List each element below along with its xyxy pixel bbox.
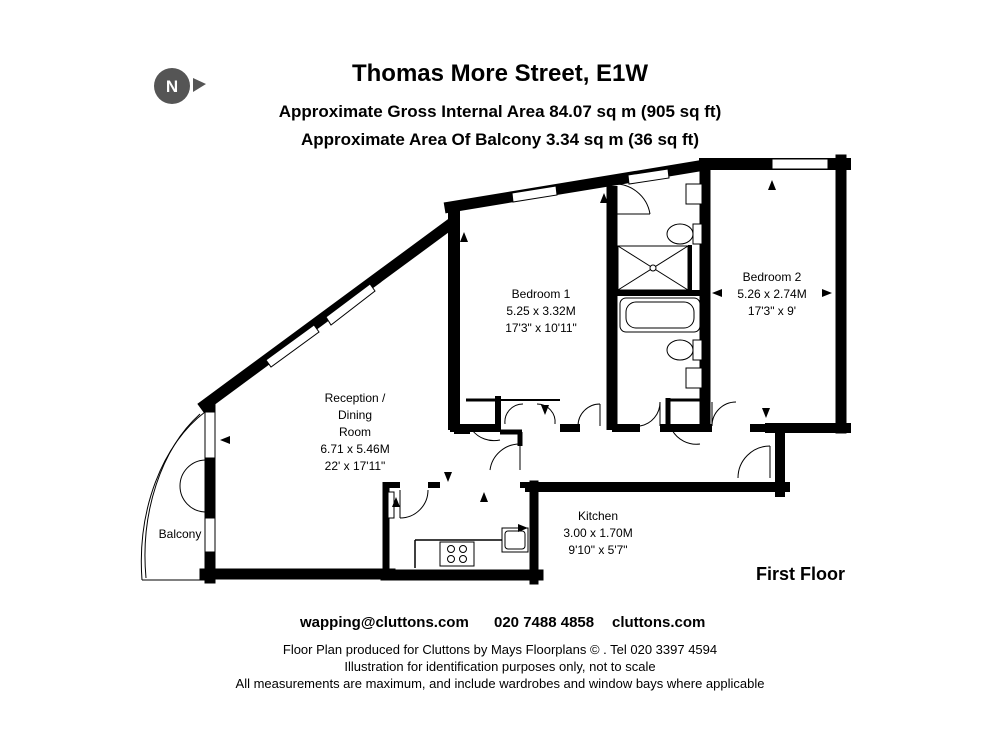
bedroom-1-dimensions-imperial: 17'3" x 10'11" xyxy=(505,321,577,335)
reception-label-line1: Reception / xyxy=(325,391,386,405)
reception-label-line2: Dining xyxy=(338,408,372,422)
property-title: Thomas More Street, E1W xyxy=(351,60,649,87)
contact-phone[interactable]: 020 7488 4858 xyxy=(494,614,595,631)
reception-dimensions-metric: 6.71 x 5.46M xyxy=(320,442,389,456)
contact-website[interactable]: cluttons.com xyxy=(612,614,706,631)
bathroom-fixtures xyxy=(617,183,703,389)
bedroom-1-dimensions-metric: 5.25 x 3.32M xyxy=(506,304,575,318)
doors xyxy=(399,183,771,519)
bedroom-1-label: Bedroom 1 xyxy=(512,287,571,301)
footer-disclaimer: Illustration for identification purposes… xyxy=(344,659,656,674)
kitchen-dimensions-imperial: 9'10" x 5'7" xyxy=(568,543,627,557)
balcony-label: Balcony xyxy=(159,527,202,541)
reception-label-line3: Room xyxy=(339,425,371,439)
compass-icon: N xyxy=(154,68,206,104)
kitchen-dimensions-metric: 3.00 x 1.70M xyxy=(563,526,632,540)
floor-label: First Floor xyxy=(756,564,845,584)
gross-internal-area: Approximate Gross Internal Area 84.07 sq… xyxy=(278,102,722,121)
wardrobe xyxy=(504,403,601,427)
windows xyxy=(204,158,829,553)
kitchen-label: Kitchen xyxy=(578,509,618,523)
reception-dimensions-imperial: 22' x 17'11" xyxy=(325,459,386,473)
kitchen-fixtures xyxy=(387,491,529,567)
balcony-area: Approximate Area Of Balcony 3.34 sq m (3… xyxy=(300,130,700,149)
compass-letter: N xyxy=(166,77,178,96)
bedroom-2-dimensions-imperial: 17'3" x 9' xyxy=(748,304,796,318)
bedroom-2-label: Bedroom 2 xyxy=(743,270,802,284)
bathroom-walls xyxy=(612,170,711,432)
exterior-walls xyxy=(197,154,851,585)
footer-measurements-note: All measurements are maximum, and includ… xyxy=(235,676,765,691)
contact-email[interactable]: wapping@cluttons.com xyxy=(300,614,469,631)
dimension-markers xyxy=(220,180,832,532)
kitchen-walls xyxy=(382,426,534,578)
footer-credit: Floor Plan produced for Cluttons by Mays… xyxy=(282,642,718,657)
balcony-outline xyxy=(140,411,206,581)
bedroom-2-dimensions-metric: 5.26 x 2.74M xyxy=(737,287,806,301)
